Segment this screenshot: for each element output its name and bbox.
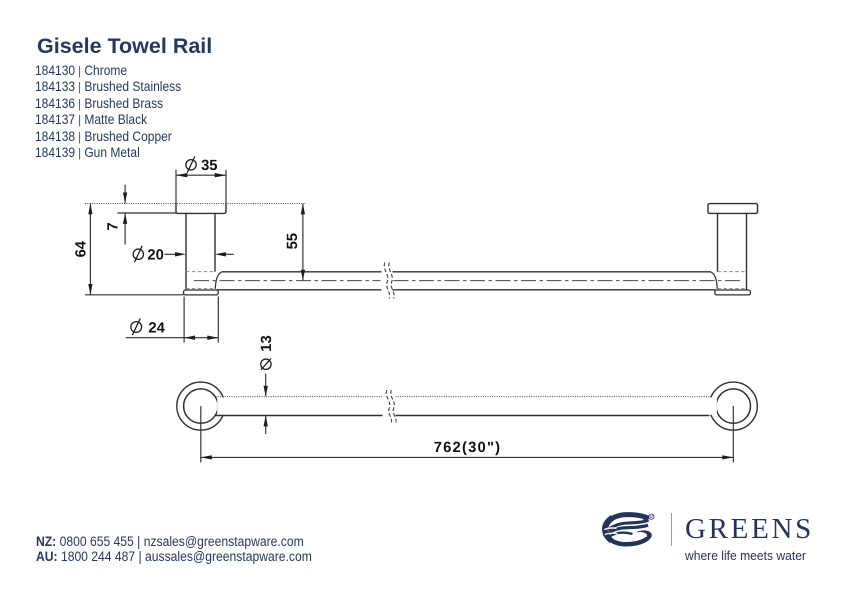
svg-text:55: 55 xyxy=(285,233,301,249)
svg-text:64: 64 xyxy=(74,240,90,257)
svg-text:R: R xyxy=(650,515,654,520)
svg-text:35: 35 xyxy=(201,158,217,174)
svg-text:7: 7 xyxy=(106,222,122,230)
svg-text:13: 13 xyxy=(259,335,275,351)
svg-text:24: 24 xyxy=(148,321,165,337)
svg-text:762(30"): 762(30") xyxy=(434,440,502,456)
svg-text:20: 20 xyxy=(147,248,163,264)
